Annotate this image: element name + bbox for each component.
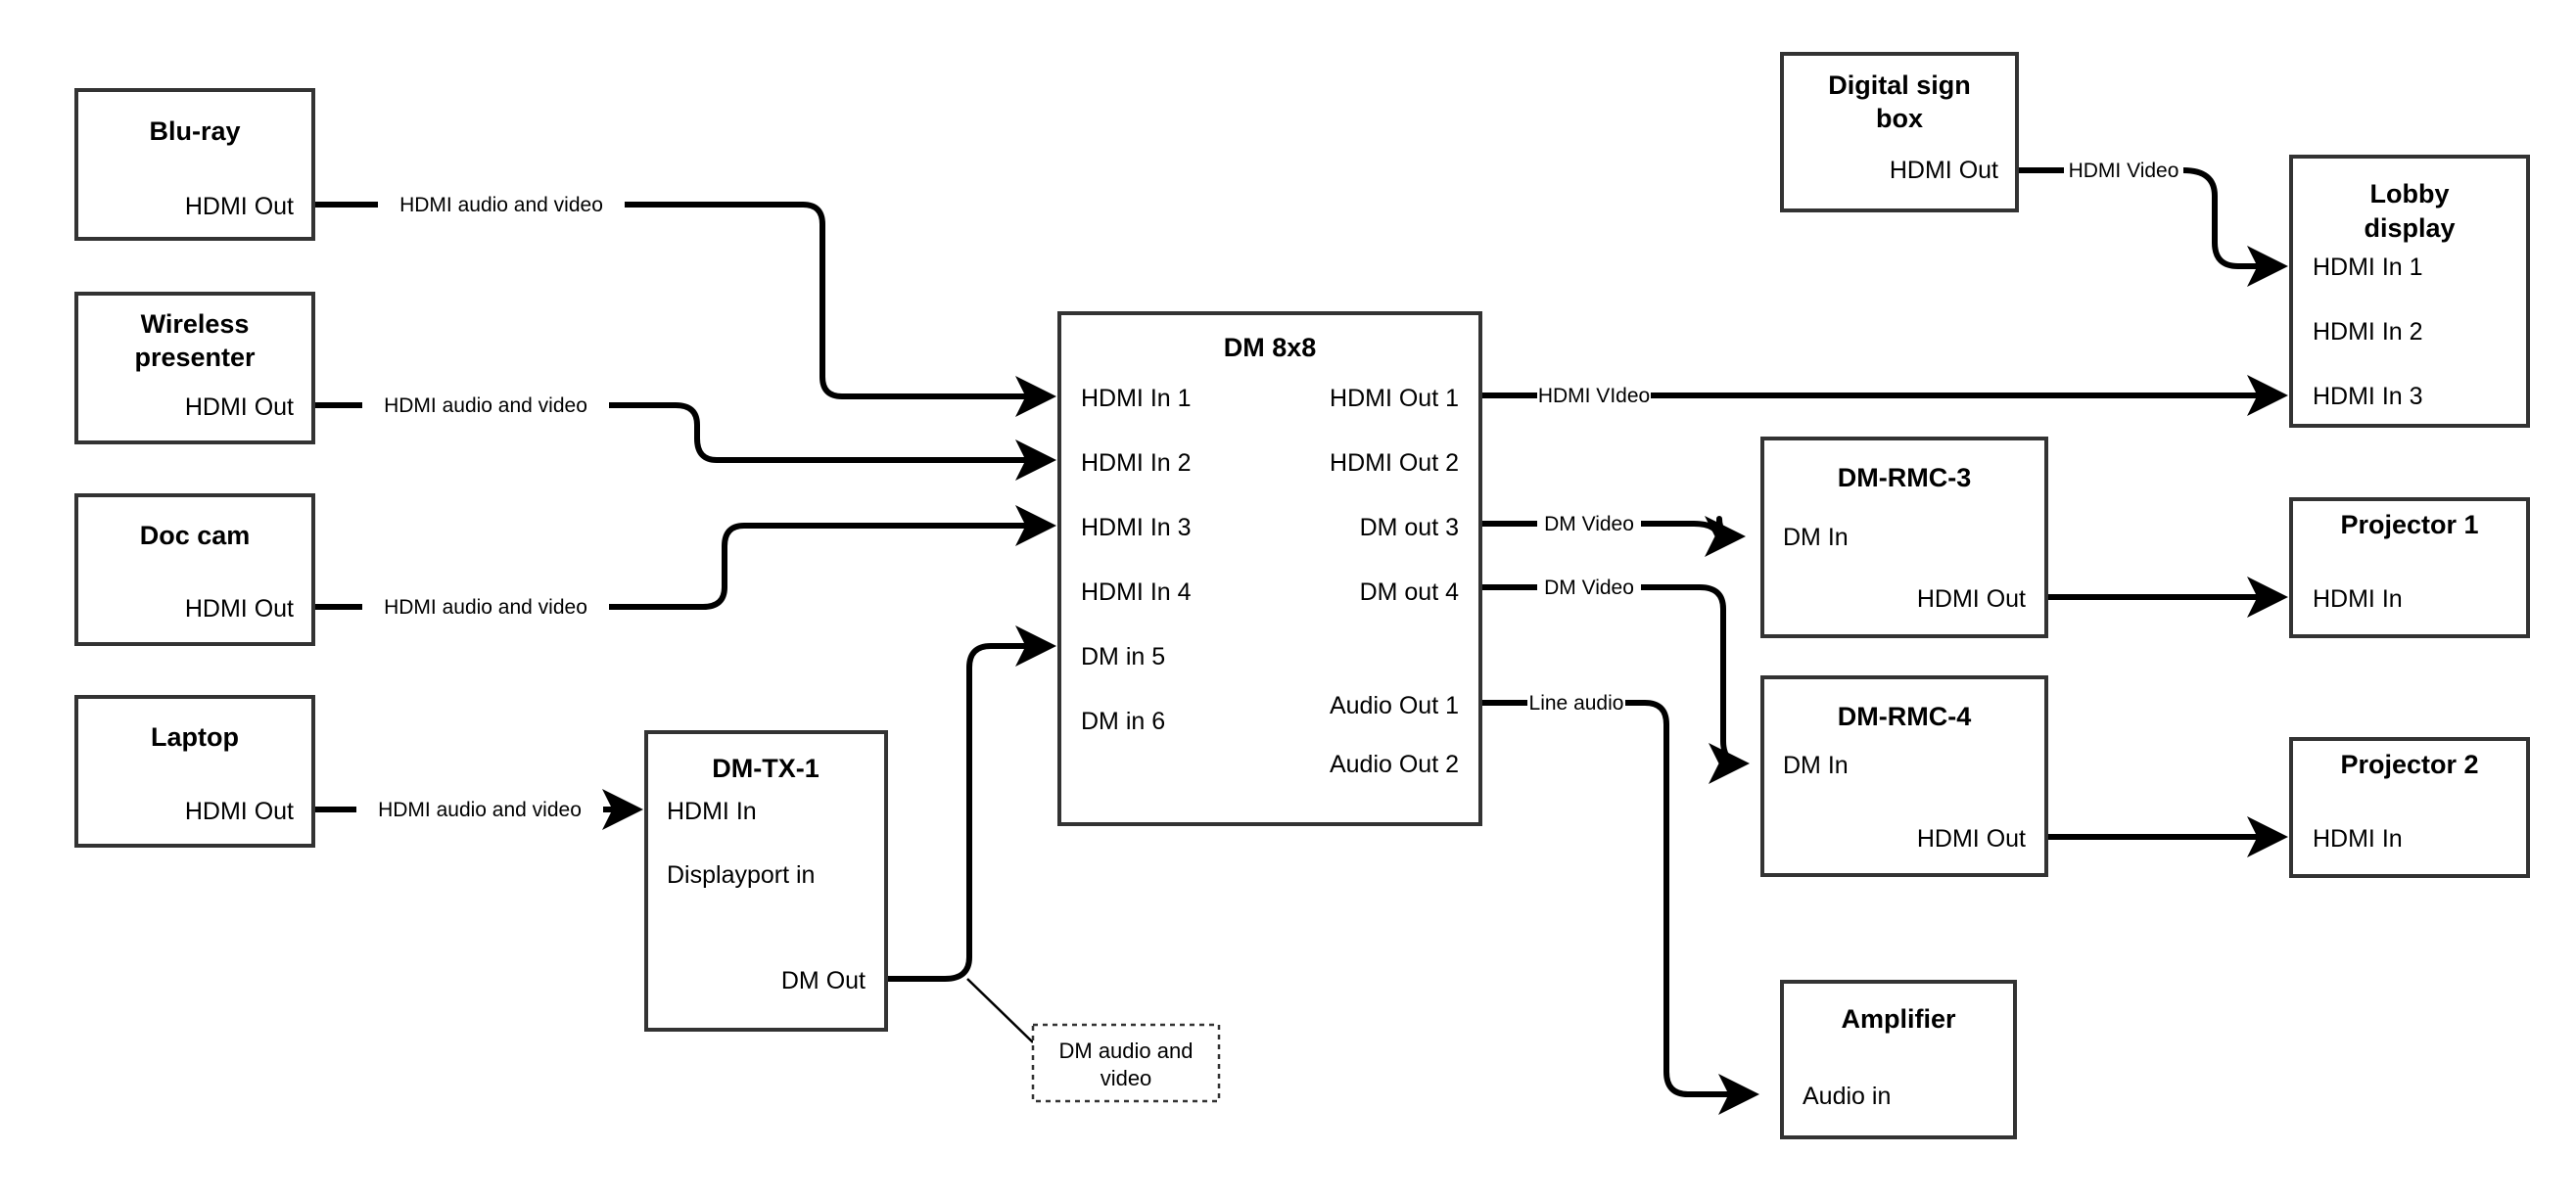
link-dm-out3-to-rmc3 (1480, 519, 1739, 540)
edge-label-digitalsign-to-lobby: HDMI Video (2069, 160, 2179, 182)
edge-label-dm-out3-to-rmc3: DM Video (1544, 513, 1634, 535)
node-laptop[interactable]: Laptop HDMI Out (74, 695, 315, 848)
node-dm-rmc-4-port-dm-in: DM In (1783, 752, 1849, 779)
node-projector-2[interactable]: Projector 2 HDMI In (2289, 737, 2530, 878)
node-dm-rmc-4-rect[interactable] (1760, 675, 2048, 877)
node-dm-8x8[interactable]: DM 8x8 HDMI In 1 HDMI In 2 HDMI In 3 HDM… (1057, 311, 1482, 826)
node-dm-8x8-output-6: Audio Out 2 (1330, 751, 1459, 778)
node-dm-rmc-3[interactable]: DM-RMC-3 DM In HDMI Out (1760, 437, 2048, 638)
node-dm-8x8-rect[interactable] (1057, 311, 1482, 826)
edge-label-audio-out1-to-amplifier: Line audio (1529, 692, 1624, 715)
leader-dm-audio-video-note (966, 978, 1034, 1043)
node-wireless-presenter-rect[interactable] (74, 292, 315, 444)
node-amplifier-port-audio-in: Audio in (1803, 1083, 1891, 1110)
node-dm-tx-1-port-dm-out: DM Out (781, 967, 866, 994)
edge-label-dm-out1-to-lobby: HDMI VIdeo (1538, 385, 1650, 407)
node-dm-8x8-input-5: DM in 5 (1081, 643, 1165, 670)
node-wireless-presenter-port-hdmi-out: HDMI Out (185, 393, 294, 421)
node-dm-8x8-output-2: HDMI Out 2 (1330, 449, 1459, 477)
node-dm-8x8-input-6: DM in 6 (1081, 708, 1165, 735)
node-dm-rmc-3-title: DM-RMC-3 (1838, 463, 1971, 492)
node-digital-sign-box-port-hdmi-out: HDMI Out (1890, 157, 1998, 184)
edge-label-bluray-to-dm: HDMI audio and video (399, 194, 603, 216)
node-digital-sign-box[interactable]: Digital sign box HDMI Out (1780, 52, 2019, 212)
node-dm-tx-1-rect[interactable] (644, 730, 888, 1032)
link-digitalsign-to-lobby-in1 (2017, 167, 2281, 266)
note-dm-audio-and-video-line2: video (1101, 1066, 1152, 1090)
edge-label-doccam-to-dm: HDMI audio and video (384, 596, 587, 619)
node-projector-1-port-hdmi-in: HDMI In (2313, 585, 2403, 613)
node-lobby-display-port-hdmi-in-3: HDMI In 3 (2313, 383, 2423, 410)
node-wireless-presenter-title-line2: presenter (134, 343, 256, 372)
node-dm-rmc-4-title: DM-RMC-4 (1838, 702, 1971, 731)
node-dm-tx-1-port-hdmi-in: HDMI In (667, 798, 757, 825)
node-laptop-title: Laptop (151, 722, 239, 752)
node-projector-2-title: Projector 2 (2340, 750, 2478, 779)
node-dm-rmc-4-port-hdmi-out: HDMI Out (1917, 825, 2026, 853)
node-dm-8x8-title: DM 8x8 (1224, 333, 1317, 362)
node-lobby-display-port-hdmi-in-2: HDMI In 2 (2313, 318, 2423, 346)
node-dm-8x8-input-3: HDMI In 3 (1081, 514, 1192, 541)
node-dm-8x8-input-1: HDMI In 1 (1081, 385, 1192, 412)
node-projector-1-rect[interactable] (2289, 497, 2530, 638)
node-bluray-rect[interactable] (74, 88, 315, 241)
node-dm-8x8-output-3: DM out 3 (1360, 514, 1459, 541)
node-dm-rmc-3-port-dm-in: DM In (1783, 524, 1849, 551)
node-lobby-display-port-hdmi-in-1: HDMI In 1 (2313, 254, 2423, 281)
link-dm-audio-out1-to-amplifier (1480, 700, 1753, 1094)
node-lobby-display[interactable]: Lobby display HDMI In 1 HDMI In 2 HDMI I… (2289, 155, 2530, 428)
node-dm-8x8-output-5: Audio Out 1 (1330, 692, 1459, 719)
node-dm-tx-1-title: DM-TX-1 (712, 754, 820, 783)
node-lobby-display-title-line2: display (2364, 213, 2455, 243)
node-digital-sign-box-rect[interactable] (1780, 52, 2019, 212)
node-dm-8x8-output-1: HDMI Out 1 (1330, 385, 1459, 412)
link-bluray-to-dm-hdmi-in-1 (315, 202, 1050, 396)
link-dmtx1-to-dm-in-5 (886, 625, 1056, 982)
node-dm-8x8-input-4: HDMI In 4 (1081, 578, 1192, 606)
link-doccam-to-dm-hdmi-in-3 (315, 526, 1050, 610)
node-bluray-title: Blu-ray (149, 116, 240, 146)
node-dm-8x8-input-2: HDMI In 2 (1081, 449, 1192, 477)
node-dm-rmc-4[interactable]: DM-RMC-4 DM In HDMI Out (1760, 675, 2048, 877)
node-dm-rmc-3-rect[interactable] (1760, 437, 2048, 638)
node-bluray[interactable]: Blu-ray HDMI Out (74, 88, 315, 241)
note-dm-audio-and-video-rect (1031, 1023, 1221, 1103)
node-projector-1-title: Projector 1 (2340, 510, 2478, 539)
node-laptop-rect[interactable] (74, 695, 315, 848)
node-wireless-presenter[interactable]: Wireless presenter HDMI Out (74, 292, 315, 444)
node-dm-rmc-3-port-hdmi-out: HDMI Out (1917, 585, 2026, 613)
note-dm-audio-and-video: DM audio and video (1031, 1023, 1221, 1103)
node-dm-tx-1-port-displayport-in: Displayport in (667, 861, 815, 889)
node-projector-1[interactable]: Projector 1 HDMI In (2289, 497, 2530, 638)
node-doc-cam-rect[interactable] (74, 493, 315, 646)
node-lobby-display-rect[interactable] (2289, 155, 2530, 428)
node-lobby-display-title-line1: Lobby (2370, 179, 2450, 208)
link-dm-out4-to-rmc4 (1480, 584, 1743, 763)
note-dm-audio-and-video-line1: DM audio and (1059, 1039, 1194, 1063)
node-doc-cam-port-hdmi-out: HDMI Out (185, 595, 294, 623)
node-projector-2-port-hdmi-in: HDMI In (2313, 825, 2403, 853)
edge-label-laptop-to-dmtx1: HDMI audio and video (378, 799, 582, 821)
node-doc-cam-title: Doc cam (140, 521, 251, 550)
edge-label-wireless-to-dm: HDMI audio and video (384, 394, 587, 417)
node-laptop-port-hdmi-out: HDMI Out (185, 798, 294, 825)
node-doc-cam[interactable]: Doc cam HDMI Out (74, 493, 315, 646)
node-dm-8x8-output-4: DM out 4 (1360, 578, 1460, 606)
node-amplifier-rect[interactable] (1780, 980, 2017, 1139)
node-bluray-port-hdmi-out: HDMI Out (185, 193, 294, 220)
node-amplifier[interactable]: Amplifier Audio in (1780, 980, 2017, 1139)
link-wireless-to-dm-hdmi-in-2 (315, 402, 1050, 460)
edge-label-dm-out4-to-rmc4: DM Video (1544, 577, 1634, 599)
node-wireless-presenter-title-line1: Wireless (141, 309, 250, 339)
node-digital-sign-box-title-line2: box (1876, 104, 1923, 133)
node-amplifier-title: Amplifier (1841, 1004, 1956, 1034)
node-dm-tx-1[interactable]: DM-TX-1 HDMI In Displayport in DM Out (644, 730, 888, 1032)
node-digital-sign-box-title-line1: Digital sign (1828, 70, 1971, 100)
node-projector-2-rect[interactable] (2289, 737, 2530, 878)
